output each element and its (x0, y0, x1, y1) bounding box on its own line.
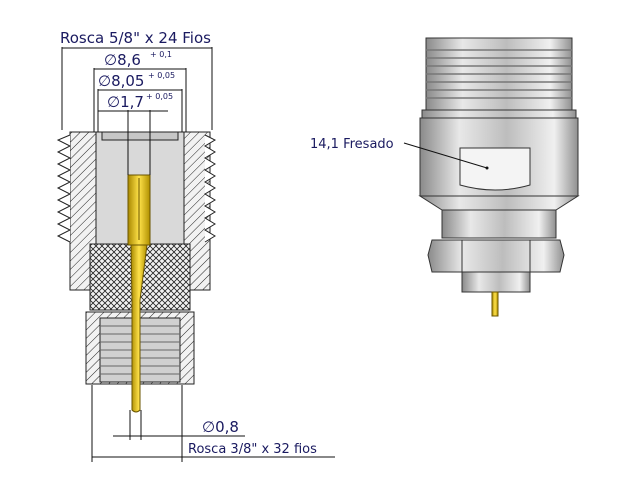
d2-tolerance: + 0,05 (148, 71, 175, 80)
milled-label: 14,1 Fresado (310, 137, 394, 152)
d3-tolerance: + 0,05 (146, 92, 173, 101)
thread-top-label: Rosca 5/8" x 24 Fios (60, 29, 211, 47)
section-view (56, 131, 217, 413)
d3-label: ∅1,7 (107, 93, 144, 111)
thread-bottom-label: Rosca 3/8" x 32 fios (188, 442, 317, 457)
pin (491, 291, 499, 317)
left-thread (56, 134, 72, 243)
dimension-lines (61, 47, 335, 462)
d1-tolerance: + 0,1 (150, 50, 172, 59)
bottom-collar (461, 271, 531, 293)
right-thread (204, 134, 217, 243)
d1-label: ∅8,6 (104, 51, 141, 69)
milled-flat (459, 147, 531, 191)
contact-pin (130, 244, 148, 413)
external-view (418, 37, 580, 317)
hex-nut (427, 239, 565, 273)
pin-diameter-label: ∅0,8 (202, 418, 239, 436)
d2-label: ∅8,05 (98, 72, 144, 90)
